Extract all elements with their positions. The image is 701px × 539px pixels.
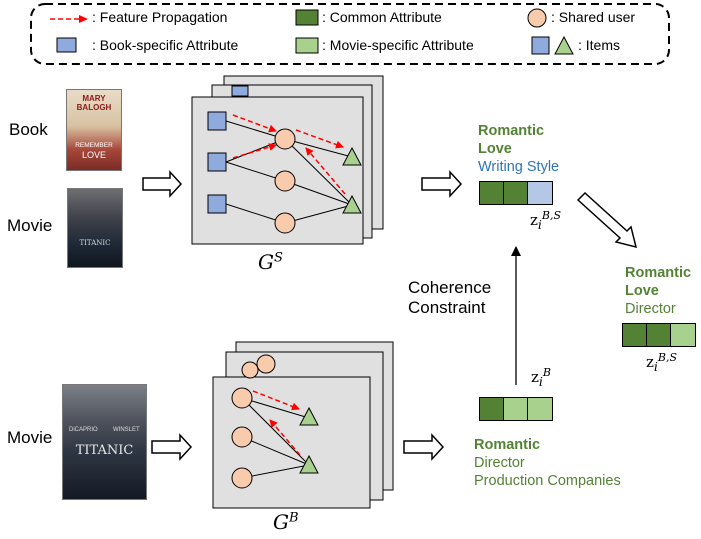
fused-vector-label-sub: i bbox=[653, 359, 658, 374]
vector-cell-common bbox=[480, 398, 504, 420]
right-keyword-director: Director bbox=[625, 301, 676, 317]
graph-gs-label-sup: S bbox=[273, 250, 283, 266]
book-title-love: LOVE bbox=[81, 150, 106, 160]
legend-items: : Items bbox=[578, 37, 621, 53]
graph-gb-label-base: G bbox=[273, 510, 289, 534]
graph-gb-label: GB bbox=[273, 510, 299, 534]
book-title: REMEMBER bbox=[75, 142, 113, 149]
movie-poster-large-title: TITANIC bbox=[75, 443, 134, 458]
vector-cell-movie-specific bbox=[528, 398, 552, 420]
fused-vector-label-sup: B,S bbox=[657, 351, 678, 364]
bottom-keyword-director: Director bbox=[474, 455, 525, 471]
bottom-embedding-vector bbox=[479, 397, 553, 421]
item-square-icon bbox=[531, 36, 550, 55]
book-attribute-icon bbox=[56, 37, 77, 53]
fused-vector-label: ziB,S bbox=[646, 351, 677, 374]
top-embedding-vector bbox=[479, 181, 553, 205]
item-triangle-icon bbox=[554, 35, 574, 55]
feature-propagation-icon bbox=[50, 15, 88, 23]
hollow-arrow-to-fused-vector bbox=[576, 191, 638, 249]
bottom-keyword-romantic: Romantic bbox=[474, 437, 541, 453]
vector-cell-common bbox=[480, 182, 504, 204]
graph-gb bbox=[212, 341, 394, 509]
top-vector-label: ziB,S bbox=[530, 209, 561, 232]
hollow-arrow-graph-to-vector-bottom bbox=[403, 433, 445, 461]
book-cover-image: MARY BALOGH REMEMBER LOVE bbox=[66, 89, 122, 171]
hollow-arrow-graph-to-vector-top bbox=[421, 170, 463, 198]
movie-poster-small-title: TITANIC bbox=[79, 239, 111, 247]
right-keyword-love: Love bbox=[625, 283, 659, 299]
movie-label-top: Movie bbox=[7, 216, 53, 235]
vector-cell-movie-specific bbox=[671, 324, 695, 346]
bottom-vector-label-base: z bbox=[531, 368, 539, 386]
fused-vector-label-base: z bbox=[646, 353, 654, 371]
bottom-vector-label: ziB bbox=[531, 366, 551, 389]
vector-cell-common bbox=[647, 324, 671, 346]
top-keyword-romantic: Romantic bbox=[478, 123, 545, 139]
legend-book-attribute: : Book-specific Attribute bbox=[92, 37, 239, 53]
movie-poster-small: TITANIC bbox=[67, 188, 123, 268]
hollow-arrow-movie-to-graph bbox=[151, 433, 193, 461]
top-keyword-writing-style: Writing Style bbox=[478, 159, 560, 175]
graph-gs-label-base: G bbox=[258, 250, 274, 274]
graph-gb-label-sup: B bbox=[288, 510, 299, 526]
movie-actor-right: WINSLET bbox=[113, 427, 140, 433]
movie-label-bottom: Movie bbox=[7, 428, 53, 447]
bottom-vector-label-sup: B bbox=[542, 366, 551, 379]
legend-feature-propagation: : Feature Propagation bbox=[92, 9, 228, 25]
vector-cell-common bbox=[623, 324, 647, 346]
top-keyword-love: Love bbox=[478, 141, 512, 157]
movie-attribute-icon bbox=[295, 37, 319, 54]
vector-cell-book-specific bbox=[528, 182, 552, 204]
common-attribute-icon bbox=[295, 9, 319, 26]
movie-poster-large: DiCAPRIO WINSLET TITANIC bbox=[62, 384, 147, 500]
book-label: Book bbox=[9, 120, 48, 139]
coherence-label-line1: Coherence bbox=[408, 278, 492, 297]
legend-box bbox=[30, 3, 670, 65]
book-author-last: BALOGH bbox=[76, 103, 112, 112]
legend-movie-attribute: : Movie-specific Attribute bbox=[322, 37, 474, 53]
top-vector-label-sub: i bbox=[537, 217, 542, 232]
vector-cell-common bbox=[504, 182, 528, 204]
graph-gs bbox=[191, 75, 384, 245]
bottom-vector-label-sub: i bbox=[538, 374, 543, 389]
coherence-label-line2: Constraint bbox=[408, 298, 486, 317]
shared-user-icon bbox=[527, 8, 547, 28]
top-vector-label-sup: B,S bbox=[541, 209, 562, 222]
legend-common-attribute: : Common Attribute bbox=[322, 9, 442, 25]
bottom-keyword-production-companies: Production Companies bbox=[474, 473, 621, 489]
vector-cell-movie-specific bbox=[504, 398, 528, 420]
right-keyword-romantic: Romantic bbox=[625, 265, 692, 281]
book-author: MARY bbox=[82, 94, 106, 103]
legend-shared-user: : Shared user bbox=[551, 9, 636, 25]
graph-gs-label: GS bbox=[258, 250, 283, 274]
fused-embedding-vector bbox=[622, 323, 696, 347]
top-vector-label-base: z bbox=[530, 211, 538, 229]
movie-actor-left: DiCAPRIO bbox=[69, 427, 98, 433]
hollow-arrow-books-to-graph bbox=[142, 170, 183, 198]
